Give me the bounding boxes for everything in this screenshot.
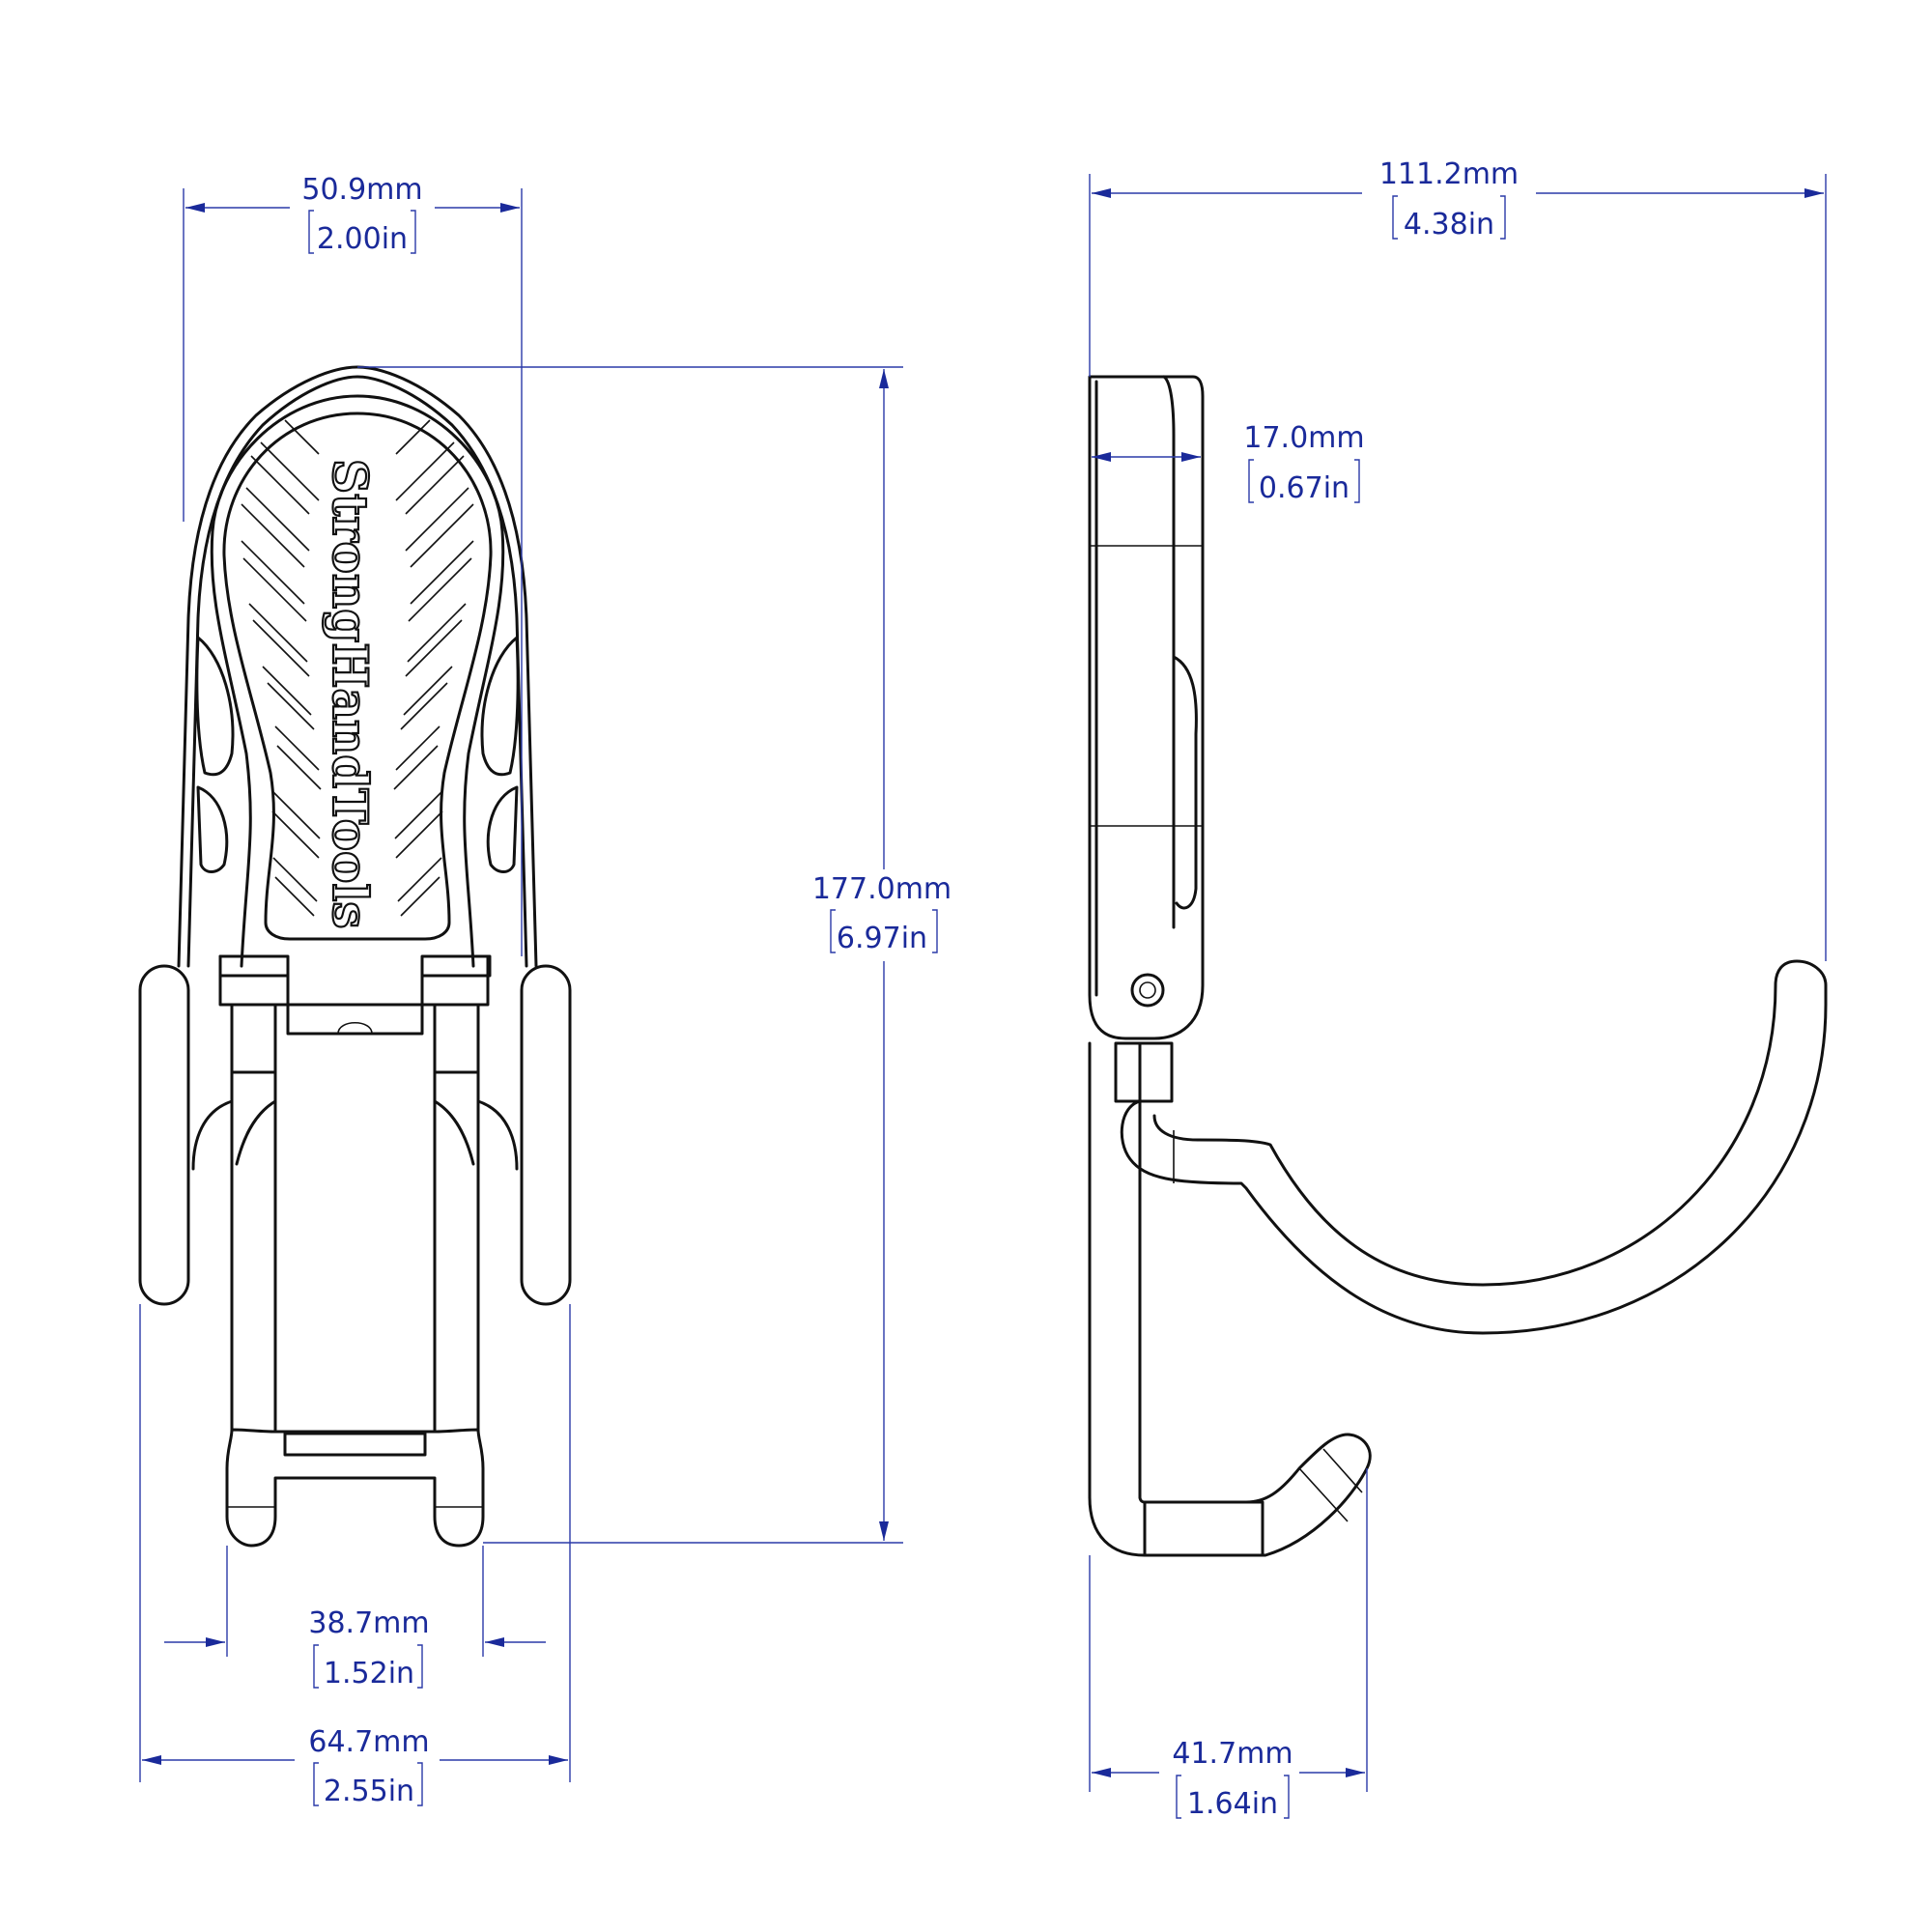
svg-text:1.64in: 1.64in — [1187, 1787, 1278, 1821]
svg-text:2.55in: 2.55in — [324, 1775, 414, 1808]
svg-text:6.97in: 6.97in — [837, 922, 927, 955]
left-outer-bar — [138, 964, 190, 1306]
grip-hatches-left — [241, 419, 322, 917]
dimension-side-thickness: 17.0mm 0.67in — [1092, 421, 1365, 505]
right-outer-bar — [520, 964, 572, 1306]
svg-text:4.38in: 4.38in — [1404, 208, 1494, 242]
svg-text:2.00in: 2.00in — [317, 222, 408, 256]
side-view — [1088, 375, 1828, 1557]
dimension-front-width-top: 50.9mm 2.00in — [183, 173, 523, 956]
svg-text:17.0mm: 17.0mm — [1243, 421, 1364, 455]
svg-text:64.7mm: 64.7mm — [308, 1725, 429, 1759]
svg-text:177.0mm: 177.0mm — [812, 872, 952, 906]
front-view: StrongHandTools — [138, 365, 572, 1548]
grip-hatches-right — [393, 419, 474, 917]
dimension-front-inner-width: 38.7mm 1.52in — [164, 1546, 546, 1690]
svg-text:50.9mm: 50.9mm — [301, 173, 422, 207]
dimension-front-height: 177.0mm 6.97in — [357, 366, 952, 1544]
dimension-side-total-depth: 111.2mm 4.38in — [1089, 157, 1827, 961]
logo-text: StrongHandTools — [322, 459, 379, 928]
dimension-front-outer-width: 64.7mm 2.55in — [139, 1304, 571, 1808]
dimension-side-lower-hook: 41.7mm 1.64in — [1089, 1468, 1368, 1821]
svg-text:38.7mm: 38.7mm — [308, 1606, 429, 1640]
svg-text:111.2mm: 111.2mm — [1379, 157, 1519, 191]
svg-text:0.67in: 0.67in — [1259, 471, 1350, 505]
svg-text:1.52in: 1.52in — [324, 1657, 414, 1690]
svg-text:41.7mm: 41.7mm — [1172, 1737, 1293, 1771]
